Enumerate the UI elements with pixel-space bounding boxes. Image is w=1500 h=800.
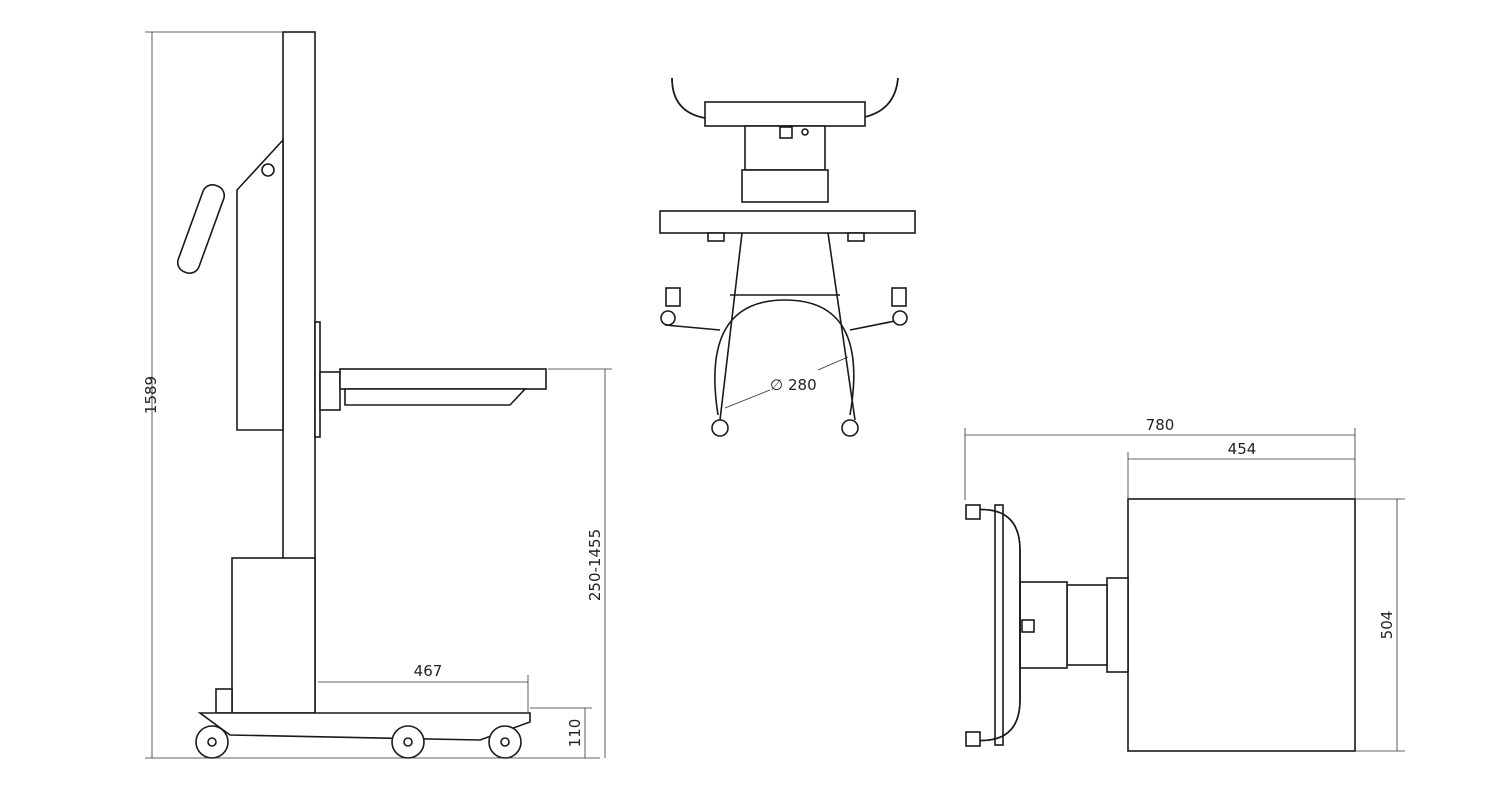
dim-250-1455: 250-1455	[586, 529, 604, 601]
top-platform	[1127, 498, 1356, 752]
platform-support	[344, 388, 527, 406]
front-view: ∅ 280	[659, 77, 916, 437]
top-view: 780 454 504	[964, 416, 1405, 752]
chassis	[197, 712, 531, 741]
front-platform	[659, 210, 916, 234]
knob	[261, 163, 275, 177]
mast-housing	[236, 137, 284, 431]
dim-504: 504	[1378, 611, 1396, 640]
side-view: 1589 250-1455 467 110	[142, 31, 612, 759]
brake-box	[215, 688, 233, 714]
dim-110: 110	[566, 719, 584, 748]
platform	[339, 368, 547, 390]
carriage-block	[319, 371, 341, 411]
handle-bar	[704, 101, 866, 127]
wheels	[195, 725, 522, 759]
dim-280-symbol: ∅	[770, 376, 783, 394]
handle	[176, 184, 226, 274]
dim-280: 280	[788, 376, 817, 394]
base-box	[231, 557, 316, 714]
dim-454: 454	[1228, 440, 1257, 458]
dim-467: 467	[414, 662, 443, 680]
dim-780: 780	[1146, 416, 1175, 434]
dim-1589: 1589	[142, 376, 160, 414]
